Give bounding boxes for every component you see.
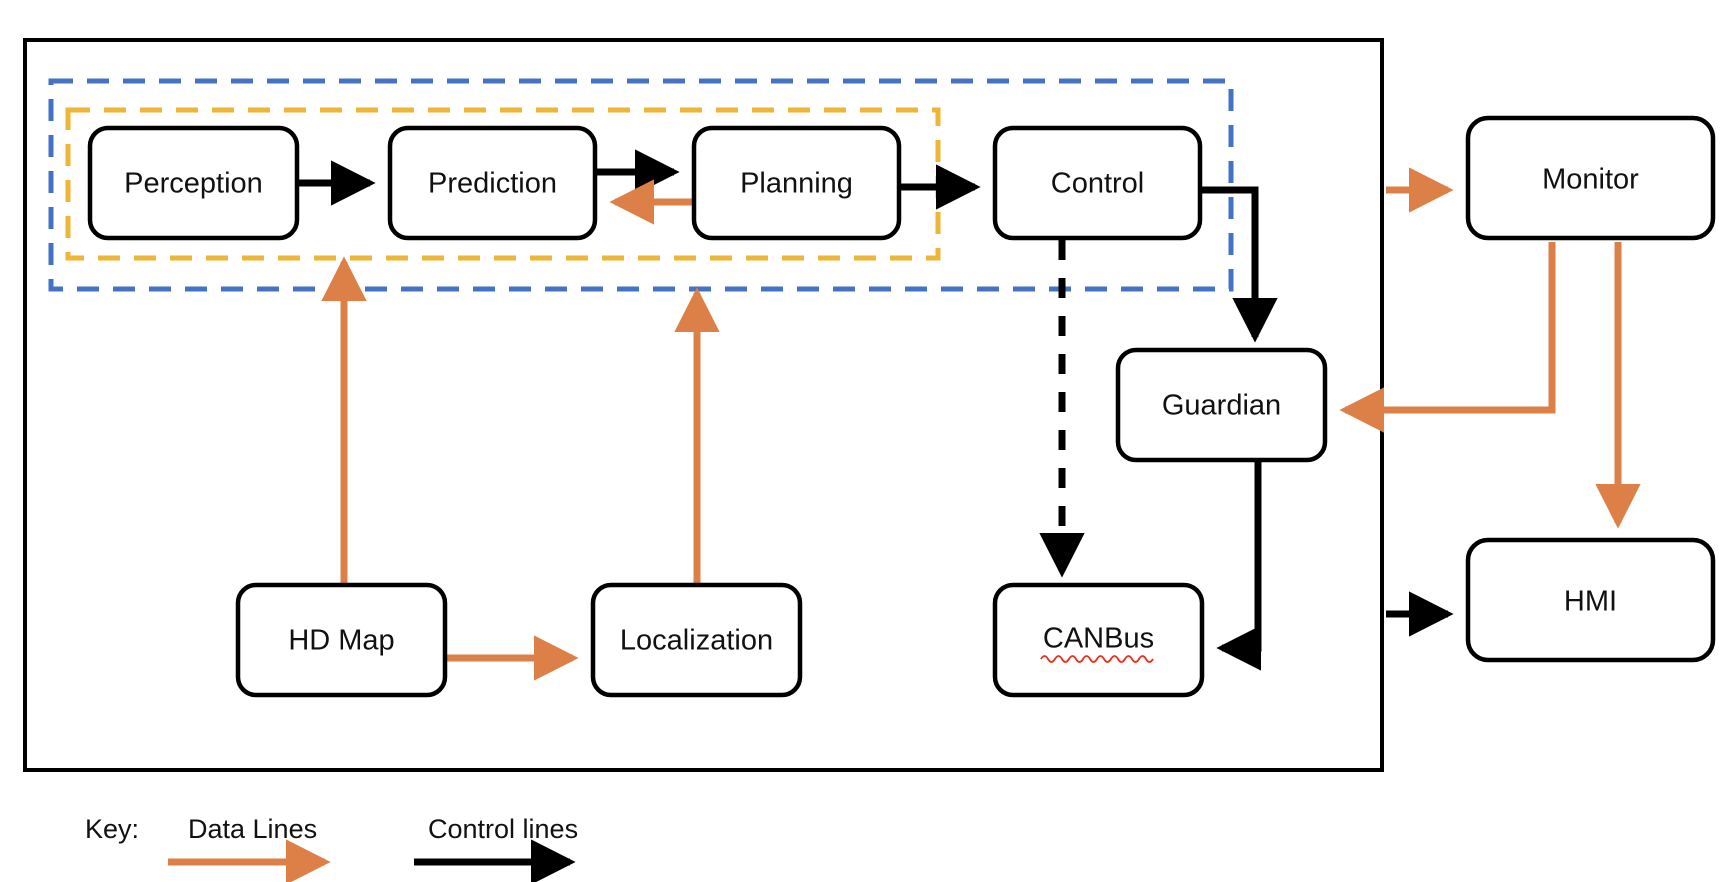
node-planning-box[interactable] [691,125,902,241]
node-control[interactable]: Control [992,125,1203,241]
node-perception-box[interactable] [87,125,300,241]
node-monitor[interactable]: Monitor [1465,115,1716,241]
node-monitor-label: Monitor [1542,164,1639,196]
spellcheck-underline-icon [1040,655,1154,663]
node-prediction-box[interactable] [387,125,598,241]
group-box-outer-blue [48,78,1234,292]
node-hd-map[interactable]: HD Map [235,582,448,698]
key-item-control-lines-label: Control lines [428,814,578,844]
node-guardian[interactable]: Guardian [1115,347,1328,463]
node-canbus-label: CANBus [1043,623,1154,655]
node-planning-label: Planning [740,168,853,200]
node-hmi-box[interactable] [1465,537,1716,663]
node-hmi-label: HMI [1564,586,1617,618]
node-hd-map-label: HD Map [288,625,394,657]
node-prediction[interactable]: Prediction [387,125,598,241]
node-control-label: Control [1051,168,1145,200]
node-canbus-box[interactable] [992,582,1205,698]
node-perception-label: Perception [124,168,263,200]
node-localization-box[interactable] [590,582,803,698]
node-planning[interactable]: Planning [691,125,902,241]
node-monitor-box[interactable] [1465,115,1716,241]
node-perception[interactable]: Perception [87,125,300,241]
edge-control-to-guardian [1199,186,1278,343]
node-localization-label: Localization [620,625,773,657]
key-item-data-lines-label: Data Lines [188,814,317,844]
node-control-box[interactable] [992,125,1203,241]
node-guardian-box[interactable] [1115,347,1328,463]
node-hd-map-box[interactable] [235,582,448,698]
node-prediction-label: Prediction [428,168,557,200]
edge-monitor-to-guardian [1339,242,1556,433]
node-hmi[interactable]: HMI [1465,537,1716,663]
node-localization[interactable]: Localization [590,582,803,698]
node-guardian-label: Guardian [1162,390,1281,422]
key-title: Key: [85,814,139,844]
node-canbus[interactable]: CANBus [992,582,1205,698]
edge-guardian-to-canbus [1216,461,1262,671]
key-legend: Key: Data Lines Control lines [85,814,578,882]
